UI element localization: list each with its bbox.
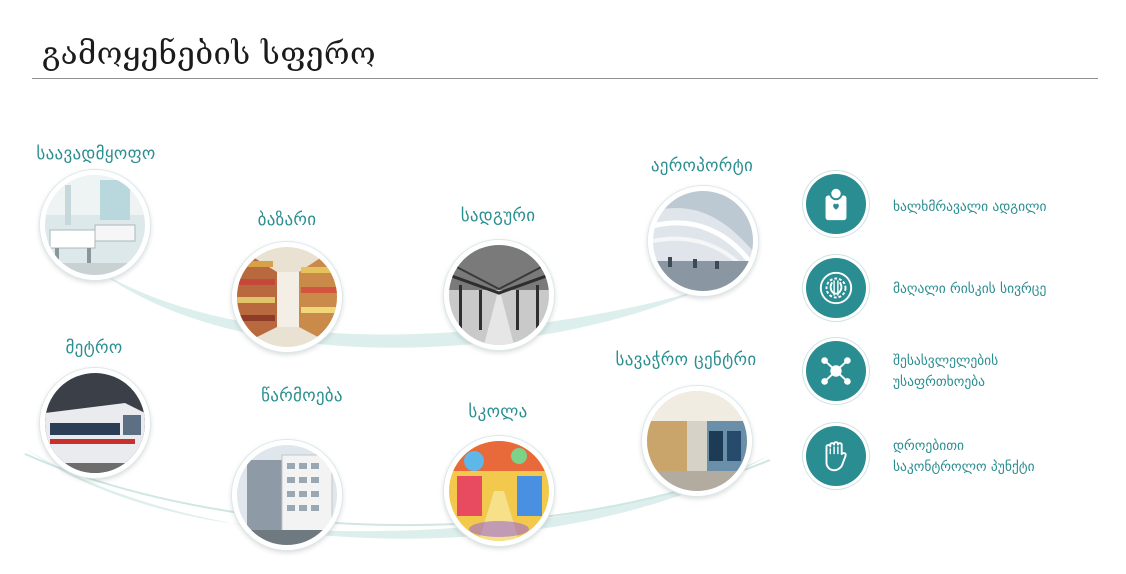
hospital-photo — [40, 170, 150, 280]
place-label-metro: მეტრო — [65, 338, 123, 358]
place-label-factory: წარმოება — [261, 386, 343, 406]
place-label-market: ბაზარი — [257, 210, 317, 230]
place-label-airport: აეროპორტი — [650, 156, 754, 176]
title-divider — [32, 78, 1098, 79]
lower-wave — [25, 448, 770, 539]
market-photo — [232, 242, 342, 352]
feature-label-crowded-place: ხალხმრავალი ადგილი — [893, 199, 1047, 215]
feature-icon-temporary-checkpoint — [806, 426, 866, 486]
metro-photo — [40, 368, 150, 478]
feature-icon-crowded-place — [806, 174, 866, 234]
factory-photo — [232, 440, 342, 550]
feature-icon-entrance-safety — [806, 341, 866, 401]
feature-label-entrance-safety: შესასვლელების უსაფრთხოება — [893, 353, 999, 390]
feature-icon-high-risk-space — [806, 258, 866, 318]
station-photo — [444, 240, 554, 350]
place-label-mall: სავაჭრო ცენტრი — [615, 350, 757, 370]
place-label-station: სადგური — [460, 206, 536, 226]
place-label-hospital: საავადმყოფო — [36, 144, 156, 164]
raised-fist-icon — [825, 441, 847, 472]
lower-wave-thin — [24, 453, 771, 527]
place-label-school: სკოლა — [468, 402, 528, 422]
feature-label-high-risk-space: მაღალი რისკის სივრცე — [893, 281, 1047, 297]
airport-photo — [648, 186, 758, 296]
mall-photo — [642, 386, 752, 496]
person-icon — [825, 186, 847, 221]
network-nodes-icon — [821, 357, 851, 385]
school-photo — [444, 436, 554, 546]
page-title: გამოყენების სფერო — [42, 36, 377, 72]
virus-icon — [819, 271, 853, 305]
feature-label-temporary-checkpoint: დროებითი საკონტროლო პუნქტი — [893, 438, 1035, 475]
upper-wave — [100, 272, 700, 348]
